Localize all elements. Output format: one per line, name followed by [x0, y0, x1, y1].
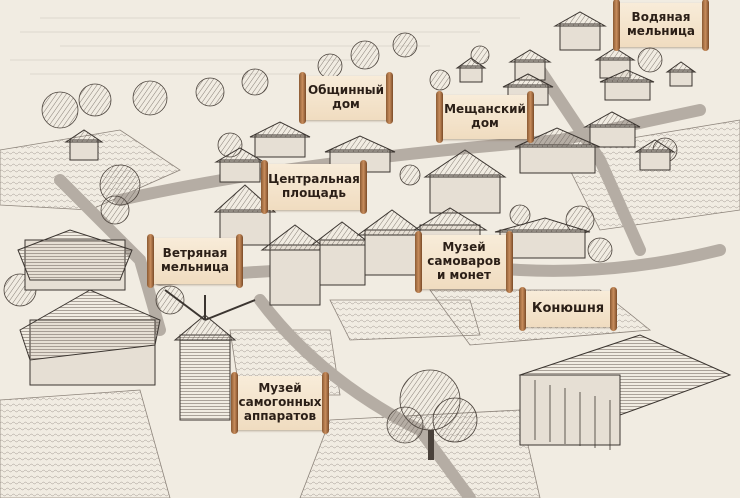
label-meshchansky-dom[interactable]: Мещанский дом	[436, 91, 534, 143]
label-muzey-samogonnykh[interactable]: Музей самогонных аппаратов	[231, 372, 329, 434]
label-tsentralnaya-ploshchad[interactable]: Центральная площадь	[261, 160, 367, 214]
label-text: Мещанский дом	[444, 102, 526, 130]
oak-trunk	[428, 430, 434, 460]
label-text: Музей самогонных аппаратов	[238, 381, 322, 423]
label-text: Музей самоваров и монет	[427, 240, 501, 282]
label-obshchinny-dom[interactable]: Общинный дом	[299, 72, 393, 124]
label-vodyanaya-melnitsa[interactable]: Водяная мельница	[613, 0, 709, 51]
label-vetryanaya-melnitsa[interactable]: Ветряная мельница	[147, 234, 243, 288]
label-text: Конюшня	[531, 300, 605, 316]
houses	[17, 11, 732, 450]
label-text: Общинный дом	[307, 83, 385, 111]
label-text: Центральная площадь	[268, 172, 360, 200]
sky-lines	[10, 17, 520, 75]
label-text: Водяная мельница	[626, 10, 695, 38]
label-konyushnya[interactable]: Конюшня	[519, 287, 617, 331]
label-muzey-samovarov[interactable]: Музей самоваров и монет	[415, 231, 513, 293]
label-text: Ветряная мельница	[160, 246, 229, 274]
